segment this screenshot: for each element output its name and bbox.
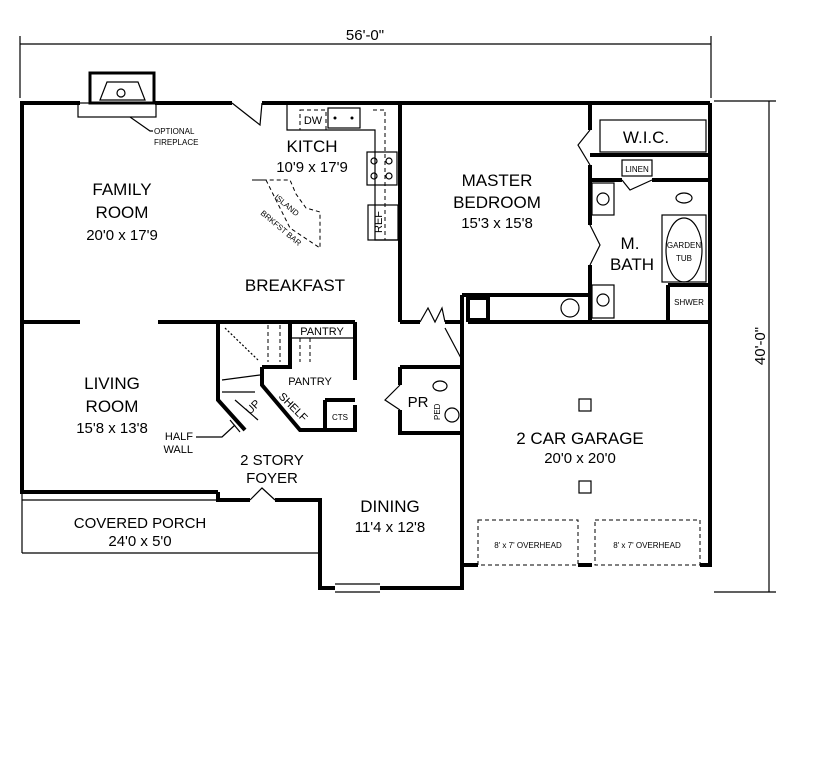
porch-size: 24'0 x 5'0 (108, 533, 171, 550)
pantry-label: PANTRY (288, 376, 332, 388)
fireplace-note: OPTIONAL (154, 127, 195, 136)
kitchen-size: 10'9 x 17'9 (276, 159, 348, 176)
master-bedroom-label: MASTER (462, 171, 533, 190)
interior-walls (22, 103, 710, 435)
master-bedroom-size: 15'3 x 15'8 (461, 215, 533, 232)
refrigerator-label: REF (373, 211, 385, 233)
master-bath-label: BATH (610, 255, 654, 274)
cts-label: CTS (332, 413, 348, 422)
wic-door[interactable] (577, 129, 591, 166)
range (366, 151, 398, 186)
fireplace-note: FIREPLACE (154, 138, 198, 147)
stairs-up-label: UP (244, 398, 263, 417)
breakfast-label: BREAKFAST (245, 276, 345, 295)
depth-dimension: 40'-0" (714, 100, 776, 593)
master-bedroom-label: BEDROOM (453, 193, 541, 212)
wic-label: W.I.C. (623, 128, 669, 147)
fireplace: OPTIONAL FIREPLACE (77, 71, 198, 147)
dishwasher-label: DW (304, 115, 323, 127)
overhead-door-label: 8' x 7' OVERHEAD (613, 541, 681, 550)
powder-room-label: PR (408, 394, 429, 411)
porch-label: COVERED PORCH (74, 515, 207, 532)
overhead-door-2 (594, 519, 701, 566)
pedestal-sink-label: PED (433, 403, 442, 420)
half-wall-note: WALL (163, 444, 193, 456)
family-room-label: ROOM (96, 203, 149, 222)
powder-door[interactable] (384, 384, 401, 411)
master-door[interactable] (419, 306, 446, 324)
family-room-size: 20'0 x 17'9 (86, 227, 158, 244)
dining-size: 11'4 x 12'8 (355, 519, 426, 536)
living-room-label: ROOM (86, 397, 139, 416)
width-label: 56'-0" (346, 27, 384, 44)
front-door[interactable] (249, 487, 276, 501)
water-heater (560, 298, 580, 318)
garden-tub-label: TUB (676, 254, 692, 263)
dining-label: DINING (360, 497, 420, 516)
living-room-size: 15'8 x 13'8 (76, 420, 148, 437)
linen-door[interactable] (621, 179, 653, 191)
foyer-label: FOYER (246, 470, 298, 487)
linen-label: LINEN (625, 165, 649, 174)
half-wall-note: HALF (165, 431, 193, 443)
shower-label: SHWER (674, 298, 704, 307)
garage-size: 20'0 x 20'0 (544, 450, 616, 467)
garage-door-entry[interactable] (444, 327, 463, 361)
island-label: ISLAND (273, 193, 301, 219)
living-room-label: LIVING (84, 374, 140, 393)
kitchen-label: KITCH (287, 137, 338, 156)
pantry-label: PANTRY (300, 326, 344, 338)
overhead-door-1 (477, 519, 579, 566)
back-door[interactable] (231, 102, 263, 127)
garden-tub-label: GARDEN (667, 241, 701, 250)
overhead-door-label: 8' x 7' OVERHEAD (494, 541, 562, 550)
bath-door[interactable] (589, 224, 601, 266)
width-dimension: 56'-0" (19, 27, 712, 98)
depth-label: 40'-0" (752, 327, 769, 365)
family-room-label: FAMILY (92, 180, 151, 199)
master-bath-label: M. (621, 234, 640, 253)
foyer-label: 2 STORY (240, 452, 304, 469)
exterior-walls (20, 101, 712, 590)
garage-label: 2 CAR GARAGE (516, 429, 644, 448)
